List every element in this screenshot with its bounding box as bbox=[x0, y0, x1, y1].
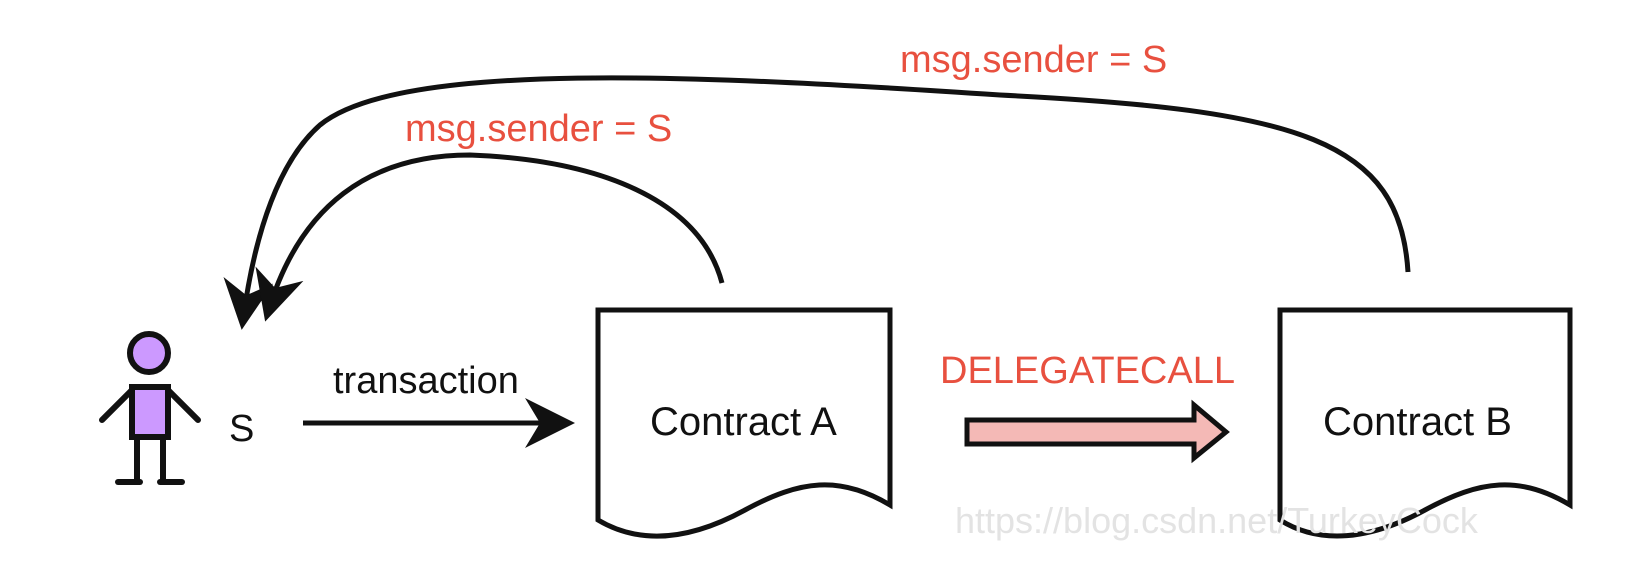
contract-b-label: Contract B bbox=[1323, 400, 1512, 444]
watermark-text: https://blog.csdn.net/TurkeyCock bbox=[955, 500, 1479, 541]
return-arc-from-contract-b bbox=[223, 75, 1411, 330]
delegatecall-arrow bbox=[964, 399, 1230, 464]
contract-a-label: Contract A bbox=[650, 400, 837, 444]
figure-left-arm bbox=[99, 387, 135, 423]
return-arc-from-contract-a bbox=[255, 152, 725, 322]
msg-sender-label-inner: msg.sender = S bbox=[405, 108, 672, 150]
contract-b-box bbox=[1277, 307, 1573, 539]
contract-a-box bbox=[595, 307, 893, 539]
user-figure-icon bbox=[99, 331, 201, 485]
actor-label: S bbox=[229, 408, 254, 450]
delegatecall-label: DELEGATECALL bbox=[940, 350, 1235, 392]
msg-sender-label-outer: msg.sender = S bbox=[900, 39, 1167, 81]
figure-head bbox=[127, 331, 171, 375]
figure-right-arm bbox=[165, 387, 201, 423]
transaction-label: transaction bbox=[333, 360, 519, 402]
figure-body bbox=[129, 384, 171, 440]
